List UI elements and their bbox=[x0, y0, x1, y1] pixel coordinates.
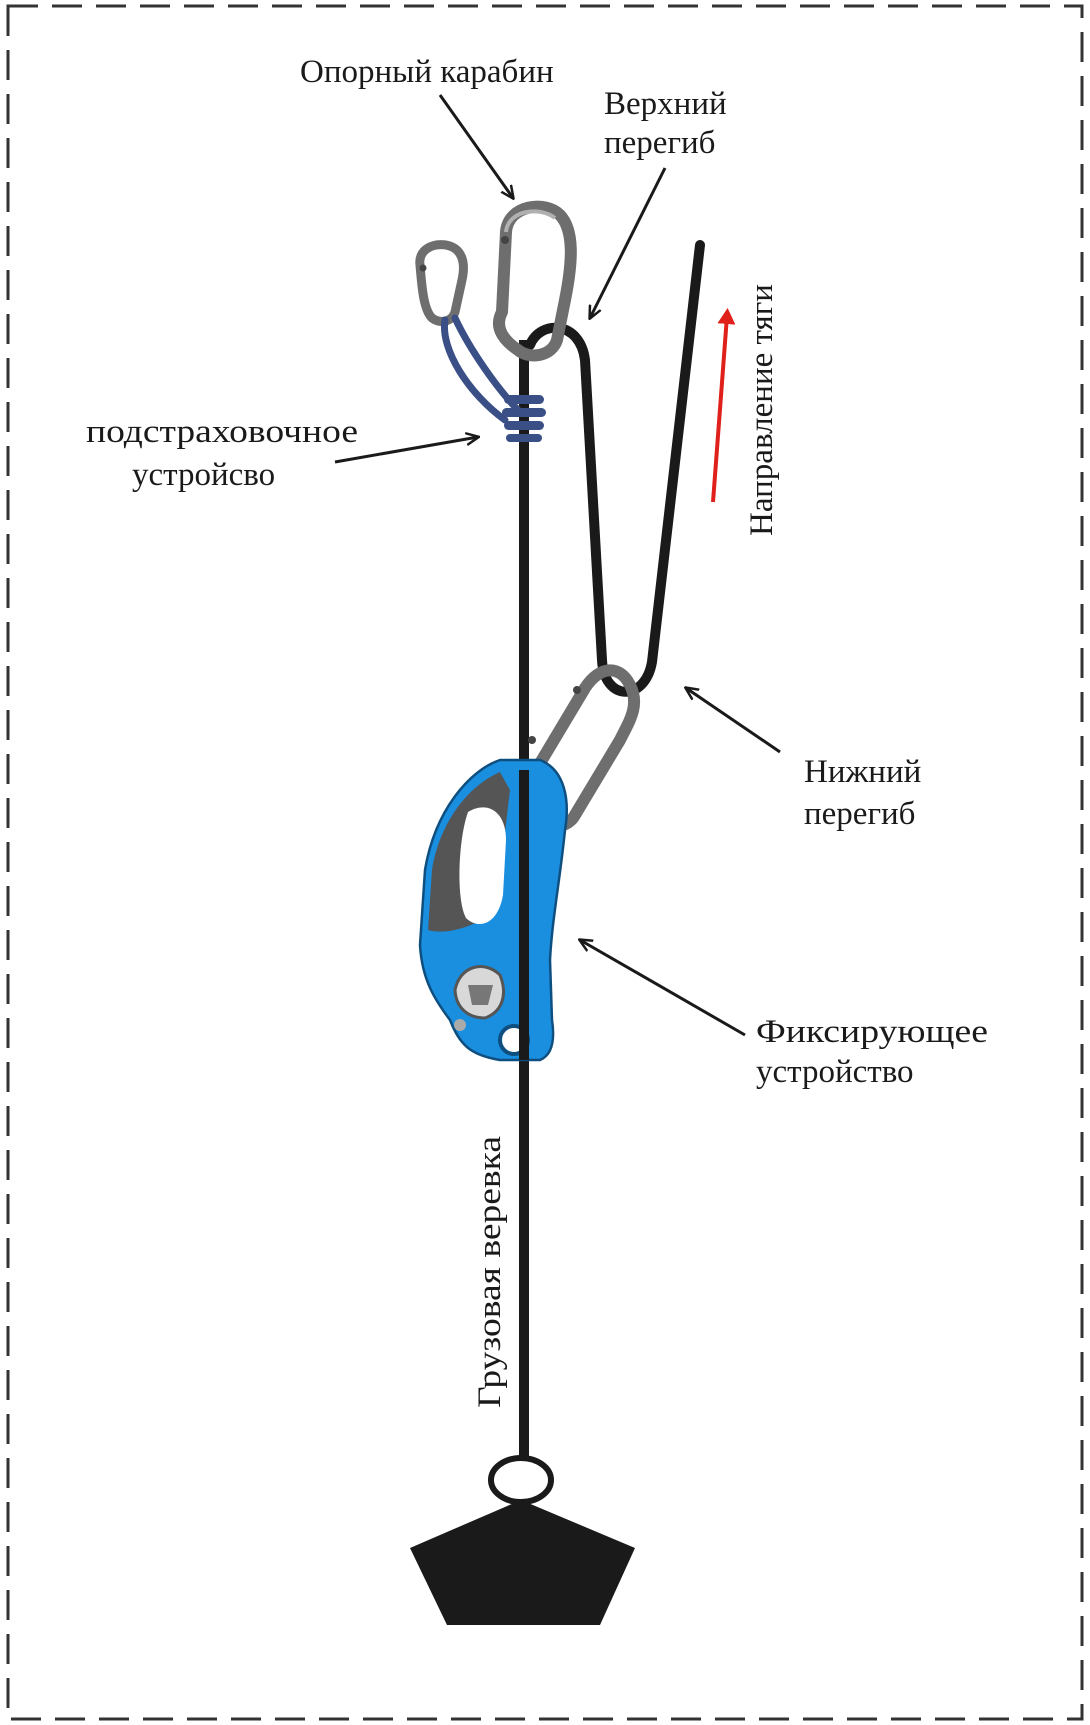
sling-line bbox=[440, 314, 524, 424]
lower-bend-arrow bbox=[686, 688, 781, 754]
belay-device-icon bbox=[502, 395, 546, 442]
anchor-carabiner-arrow bbox=[438, 94, 513, 198]
weight-icon bbox=[410, 1500, 635, 1625]
belay-device-arrow bbox=[334, 437, 478, 464]
fixing-device-label-line2: устройство bbox=[756, 1054, 914, 1090]
small-carabiner-icon bbox=[415, 240, 468, 326]
pull-direction-arrow bbox=[711, 308, 736, 503]
upper-bend-arrow bbox=[590, 167, 667, 318]
load-rope-label: Грузовая веревка bbox=[472, 1136, 508, 1408]
load-ring bbox=[488, 1455, 554, 1505]
fixing-device-label-line1: Фиксирующее bbox=[756, 1014, 988, 1050]
upper-bend-label-line2: перегиб bbox=[604, 125, 715, 161]
anchor-carabiner-label: Опорный карабин bbox=[300, 54, 554, 90]
belay-device-label-line1: подстраховочное bbox=[86, 414, 358, 450]
dashed-frame bbox=[6, 4, 1084, 1721]
anchor-carabiner-icon bbox=[493, 200, 577, 362]
lower-bend-label-line2: перегиб bbox=[804, 796, 915, 832]
fixing-device-arrow bbox=[580, 940, 746, 1037]
pulley-rope-line bbox=[525, 240, 705, 697]
belay-device-label-line2: устройсво bbox=[132, 457, 275, 493]
upper-bend-label-line1: Верхний bbox=[604, 86, 727, 122]
lower-bend-label-line1: Нижний bbox=[804, 754, 921, 790]
pull-direction-label: Направление тяги bbox=[744, 284, 780, 536]
rope-clamp-icon bbox=[418, 758, 568, 1062]
